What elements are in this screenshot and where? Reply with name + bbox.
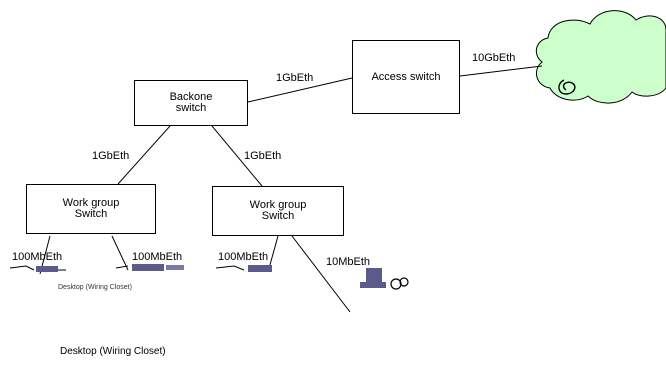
link-label-backbone-wg-right: 1GbEth [244,150,282,162]
desktop-icon [9,265,66,272]
workgroup-switch-left[interactable]: Work group Switch [26,184,156,234]
link-label-wg-right-workstation: 10MbEth [326,256,371,268]
workgroup-switch-left-line2: Switch [74,208,108,220]
desktop-icon [115,264,184,271]
workgroup-switch-right[interactable]: Work group Switch [212,186,344,236]
link-label-wg-left-desktop-b: 100MbEth [132,251,183,263]
link-access-cloud [459,65,543,77]
backbone-switch[interactable]: Backone switch [134,80,248,126]
link-backbone-wg-left [117,125,171,185]
access-switch[interactable]: Access switch [352,40,460,114]
workstation-icon [360,268,409,290]
workgroup-switch-right-line2: Switch [261,210,295,222]
link-label-backbone-access: 1GbEth [276,72,314,84]
desktop-caption-small: Desktop (Wiring Closet) [58,284,132,291]
link-wg-left-desktop-b [111,235,129,271]
link-label-backbone-wg-left: 1GbEth [92,150,130,162]
link-label-access-cloud: 10GbEth [472,52,516,64]
link-backbone-access [247,77,353,103]
access-switch-label: Access switch [371,70,441,83]
link-wg-right-workstation [291,235,351,313]
desktop-caption-bottom: Desktop (Wiring Closet) [60,346,166,357]
workgroup-switch-right-line1: Work group [249,199,307,211]
cloud-shape [535,10,666,104]
link-label-wg-right-desktop: 100MbEth [218,251,269,263]
link-backbone-wg-right [211,125,263,187]
backbone-switch-line2: switch [175,102,207,114]
backbone-switch-line1: Backone [169,91,213,103]
link-label-wg-left-desktop-a: 100MbEth [12,251,63,263]
workgroup-switch-left-line1: Work group [62,197,120,209]
desktop-icon [215,265,272,272]
cloud-swirl-icon [558,79,576,95]
